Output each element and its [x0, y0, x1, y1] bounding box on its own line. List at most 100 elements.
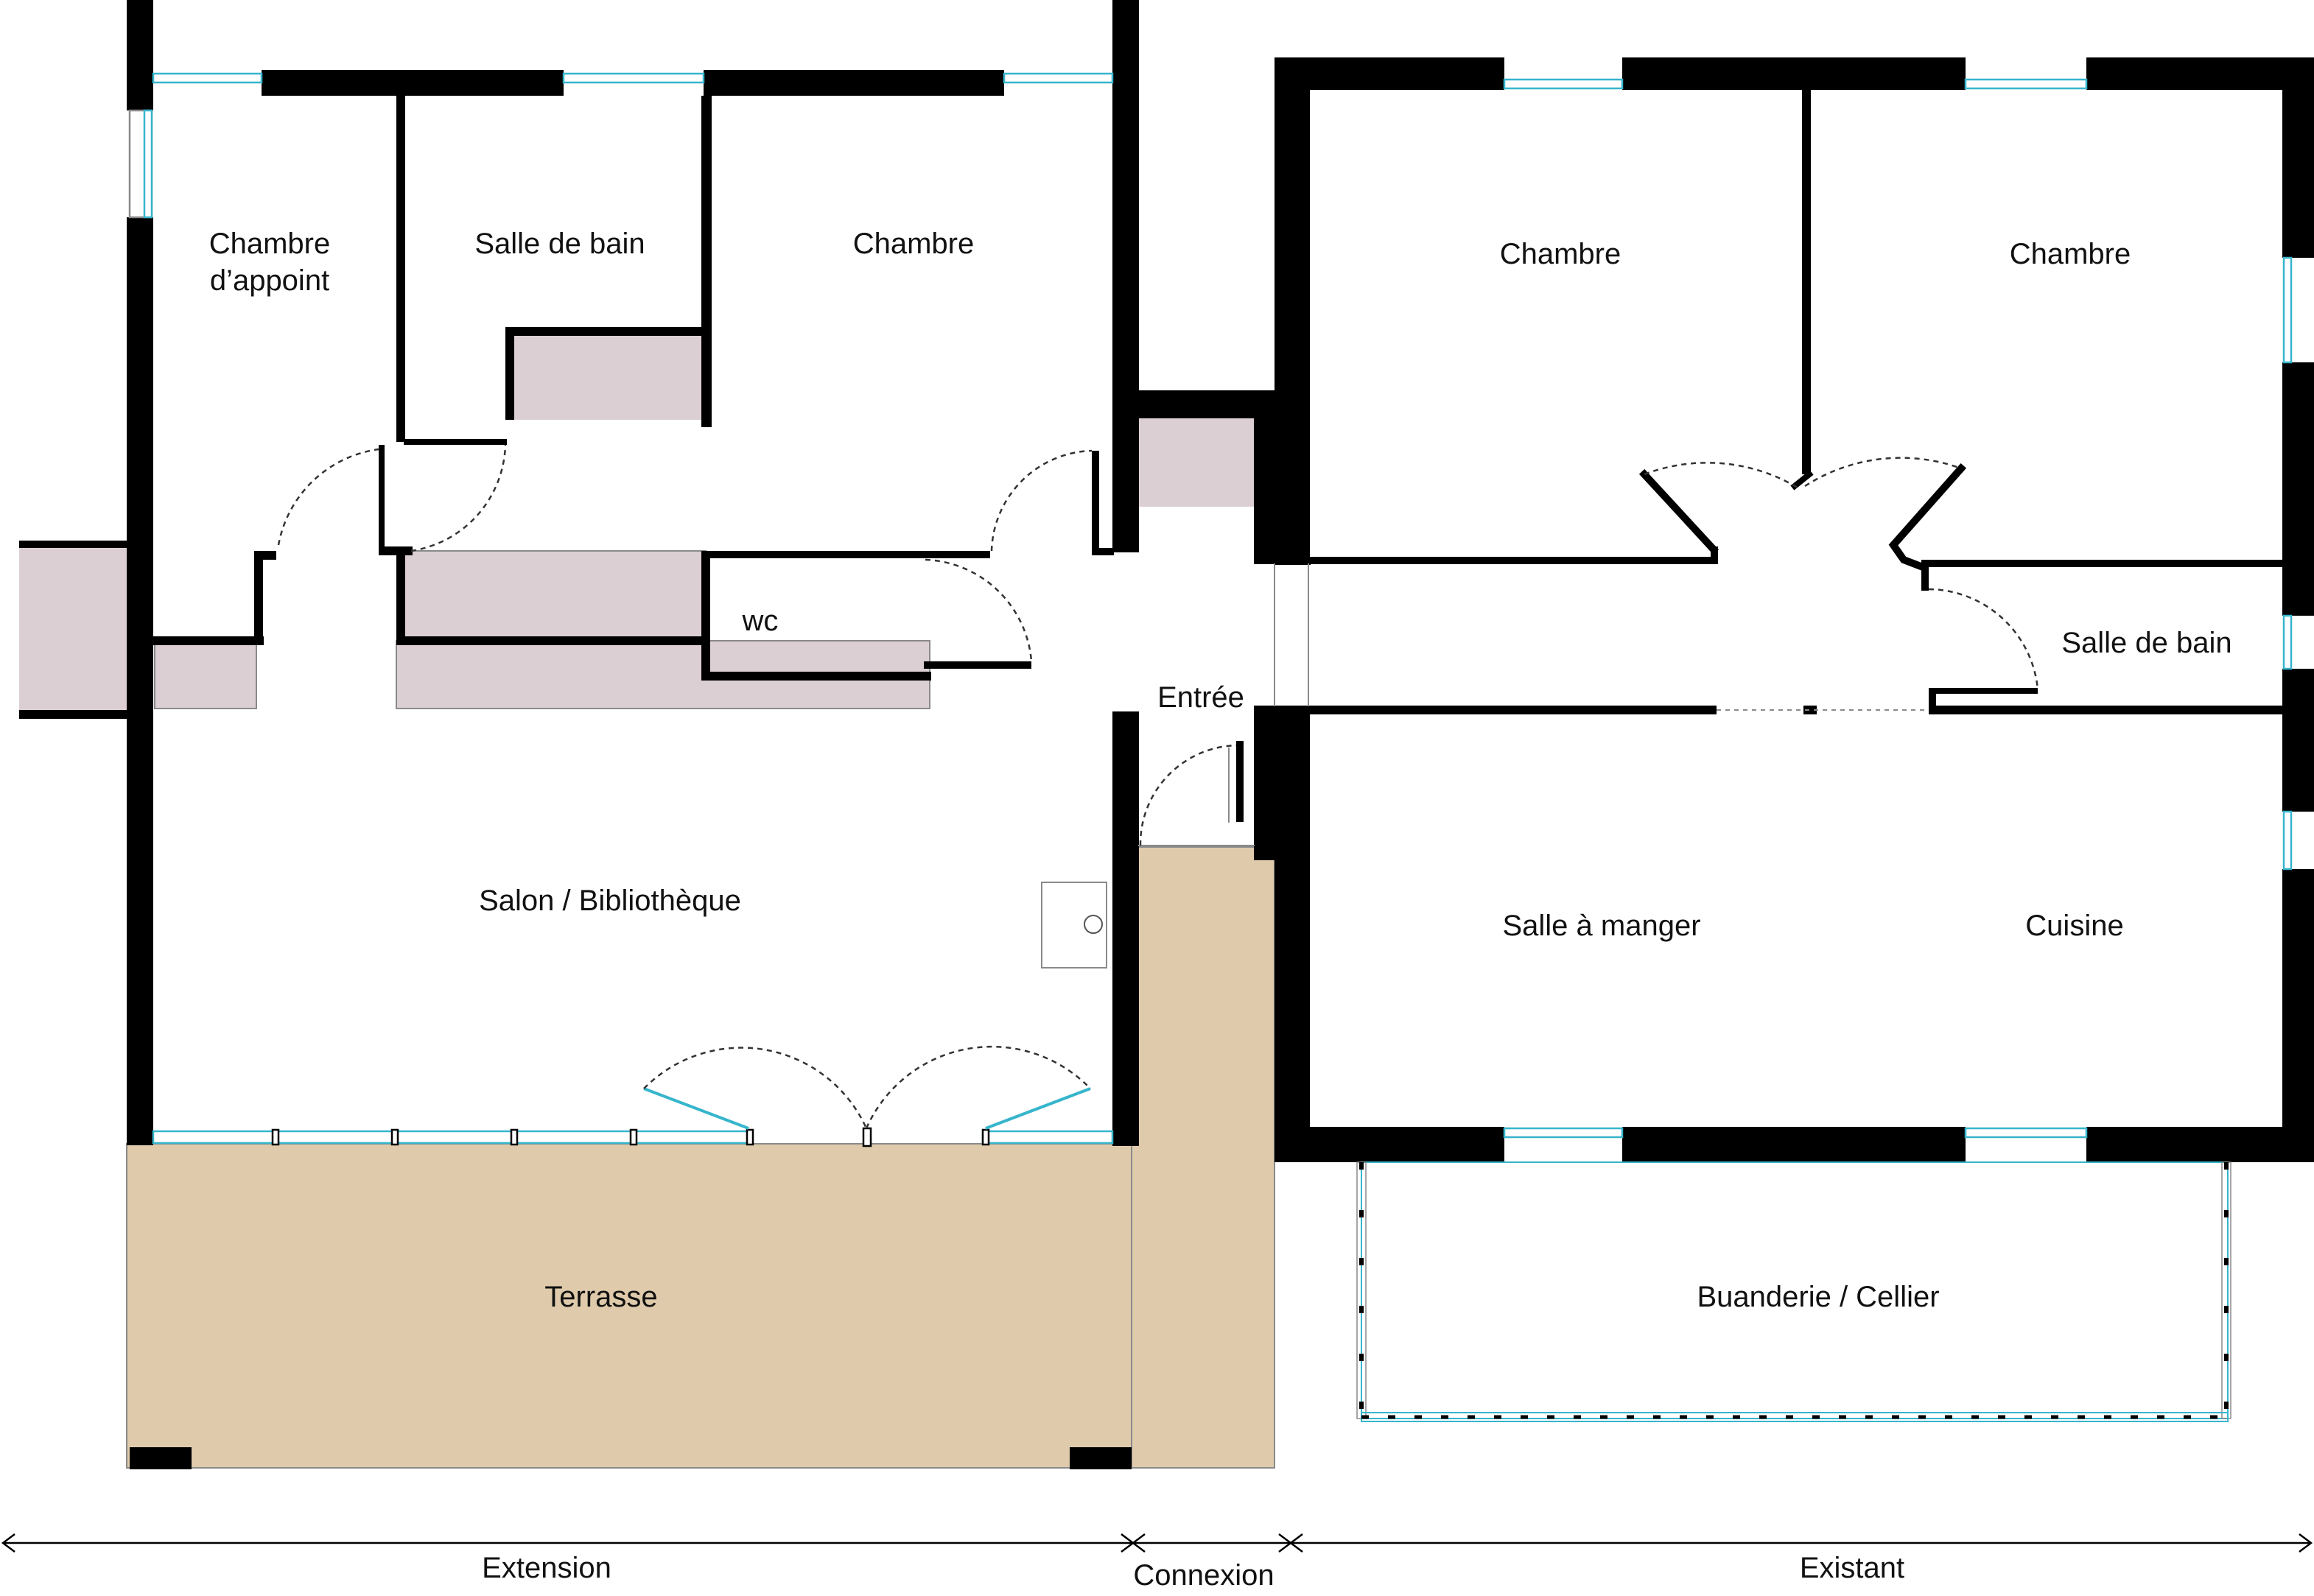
wall [2086, 57, 2314, 90]
window [1964, 1127, 2088, 1139]
mullion [271, 1128, 280, 1146]
door-leaf [1638, 468, 1719, 555]
mullion [862, 1127, 872, 1147]
wall [1929, 706, 2282, 714]
wall [396, 551, 405, 644]
wall [701, 551, 710, 681]
wall [2282, 869, 2314, 1162]
wall [379, 445, 385, 552]
door-swing [1139, 744, 1237, 846]
wall [1275, 706, 1310, 1162]
terrace-areas [126, 846, 1275, 1469]
door-swing [1928, 588, 2039, 690]
wall [1921, 560, 2282, 567]
door-leaves [1138, 463, 1967, 846]
arrow-head [2299, 1533, 2313, 1553]
wall [701, 551, 990, 558]
veranda-glazing [1361, 1412, 2229, 1422]
french-door-leaves [643, 1087, 1091, 1130]
wall [1092, 548, 1114, 555]
terrace-area [126, 1143, 1132, 1469]
mullion [510, 1128, 519, 1146]
door-swings [277, 444, 2039, 1129]
storage-corridor-upper [400, 550, 707, 640]
wall [1310, 557, 1715, 564]
wall [1112, 711, 1139, 1146]
label-existant: Existant [1800, 1552, 1904, 1584]
window [2282, 810, 2293, 871]
wall [1254, 390, 1275, 564]
wall [505, 327, 514, 420]
wall [1802, 90, 1811, 474]
door-leaf [643, 1087, 749, 1130]
wall [1803, 706, 1817, 714]
label-salle-a-manger: Salle à manger [1502, 910, 1700, 942]
mullion [981, 1128, 990, 1146]
door-swing [1804, 457, 1962, 488]
door-leaf [1888, 463, 1967, 572]
wall [1112, 0, 1139, 552]
label-wc: wc [742, 605, 779, 637]
label-salon: Salon / Bibliothèque [479, 885, 741, 917]
wall [19, 541, 127, 548]
wall [19, 710, 127, 719]
window [2282, 614, 2293, 670]
sink [1041, 882, 1107, 969]
dimension-labels: Extension Connexion Existant [482, 1552, 1904, 1592]
label-cuisine: Cuisine [2025, 910, 2123, 942]
label-buanderie: Buanderie / Cellier [1697, 1281, 1939, 1313]
door-swing [990, 449, 1093, 552]
label-chambre-ext: Chambre [853, 228, 975, 260]
wall [1711, 546, 1718, 564]
bay-window [152, 1130, 753, 1145]
window [1964, 78, 2088, 90]
mullion [746, 1128, 754, 1146]
wall [127, 0, 153, 110]
mullion [390, 1128, 399, 1146]
wall [396, 636, 706, 645]
wall [2282, 669, 2314, 812]
veranda-frame [1356, 1161, 2231, 1422]
door-swing [410, 444, 507, 552]
wall [505, 327, 706, 336]
window [562, 72, 705, 84]
storage-outside-west [19, 544, 127, 717]
walls-existant [1139, 57, 2314, 1162]
storage-areas [19, 331, 1254, 717]
room-labels: Chambre d’appoint Salle de bain Chambre … [209, 228, 2232, 1313]
label-extension: Extension [482, 1552, 611, 1584]
door-leaf [1790, 470, 1814, 491]
arrow-head [1, 1533, 15, 1553]
wall [701, 96, 712, 427]
label-terrasse: Terrasse [544, 1281, 657, 1313]
wall [404, 439, 507, 445]
wall [1275, 57, 1310, 564]
label-chambre-appoint-line2: d’appoint [210, 264, 329, 297]
wall [1275, 57, 1504, 90]
window [1503, 78, 1624, 90]
label-chambre-1: Chambre [1500, 238, 1621, 270]
label-entree: Entrée [1157, 681, 1244, 714]
label-connexion: Connexion [1133, 1559, 1274, 1592]
window [2282, 256, 2293, 364]
window [1503, 1127, 1624, 1139]
wall [1921, 560, 1929, 591]
door-swing [925, 558, 1033, 662]
wall [2282, 362, 2314, 616]
walls-extension [19, 0, 1244, 1469]
wall [396, 96, 405, 442]
label-chambre-appoint-line1: Chambre [209, 228, 331, 260]
wall [701, 672, 931, 681]
veranda-glazing [1361, 1161, 2229, 1419]
dimension-lines [1, 1533, 2313, 1553]
wall [379, 546, 413, 555]
wall [254, 551, 263, 645]
storage-chambre-appoint [154, 640, 257, 709]
wall [1929, 688, 1936, 714]
door-swing [865, 1045, 1091, 1129]
wall [1254, 706, 1275, 860]
door-swing [1644, 462, 1798, 489]
connexion-terrace-area [1131, 846, 1275, 1469]
wall [262, 70, 564, 96]
